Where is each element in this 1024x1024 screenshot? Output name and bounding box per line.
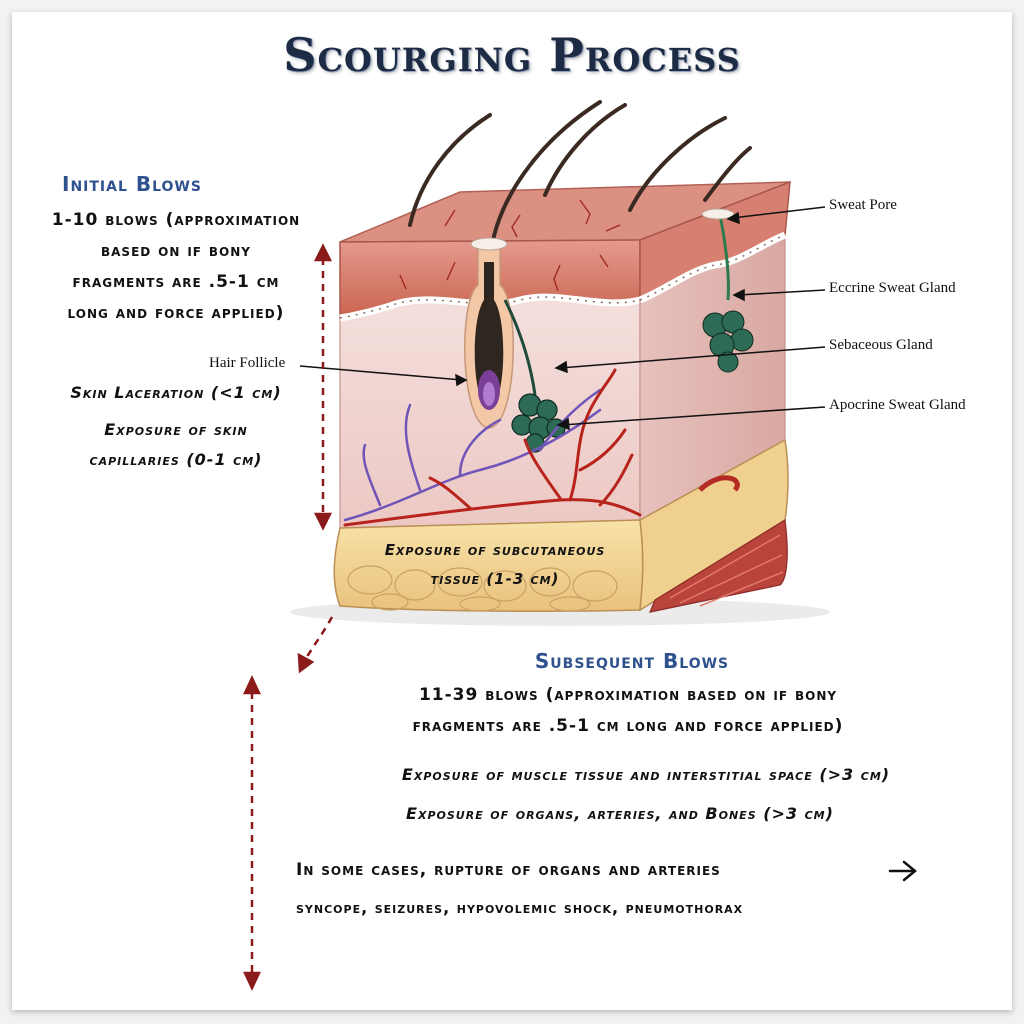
initial-blows-description: 1-10 blows (approximation based on if bo… [20,205,332,329]
subsequent-line-1: 11-39 blows (approximation based on if b… [418,685,838,705]
capillaries-line-2: capillaries (0-1 cm) [89,450,263,469]
muscle-exposure-text: Exposure of muscle tissue and interstiti… [401,765,891,784]
skin-capillaries-text: Exposure of skin capillaries (0-1 cm) [20,415,332,475]
initial-line-4: long and force applied) [67,303,285,323]
label-apocrine-sweat-gland: Apocrine Sweat Gland [829,397,966,413]
depth-arrow-initial [313,243,333,531]
leader-lines [299,206,826,431]
rupture-text: In some cases, rupture of organs and art… [296,860,721,880]
subcutaneous-line-2: tissue (1-3 cm) [430,570,560,588]
subcutaneous-text: Exposure of subcutaneous tissue (1-3 cm) [340,536,650,594]
sweat-pore [701,208,735,220]
fat-lobules [347,565,618,612]
eccrine-sweat-gland [702,214,754,373]
initial-line-2: based on if bony [101,241,251,261]
initial-blows-heading: Initial Blows [62,172,202,196]
result-arrow-icon [888,860,917,882]
label-sebaceous-gland: Sebaceous Gland [829,337,933,353]
subsequent-line-2: fragments are .5-1 cm long and force app… [412,716,844,736]
label-hair-follicle: Hair Follicle [209,355,286,371]
skin-laceration-text: Skin Laceration (<1 cm) [70,383,282,402]
subsequent-blows-description: 11-39 blows (approximation based on if b… [290,680,966,742]
capillaries-line-1: Exposure of skin [104,420,248,439]
subsequent-blows-heading: Subsequent Blows [534,649,730,673]
label-eccrine-sweat-gland: Eccrine Sweat Gland [829,280,956,296]
page-title: Scourging Process [283,28,741,82]
skin-cracks [399,199,621,292]
blood-vessels-arteries [343,368,642,527]
blood-vessels-veins [343,388,602,522]
effects-text: syncope, seizures, hypovolemic shock, pn… [296,898,744,917]
initial-line-3: fragments are .5-1 cm [72,272,280,292]
transition-arrow [297,616,334,674]
subcutaneous-line-1: Exposure of subcutaneous [384,541,606,559]
initial-line-1: 1-10 blows (approximation [51,210,301,230]
label-sweat-pore: Sweat Pore [829,197,897,213]
organs-exposure-text: Exposure of organs, arteries, and Bones … [406,804,834,823]
depth-arrow-subsequent [243,675,261,991]
